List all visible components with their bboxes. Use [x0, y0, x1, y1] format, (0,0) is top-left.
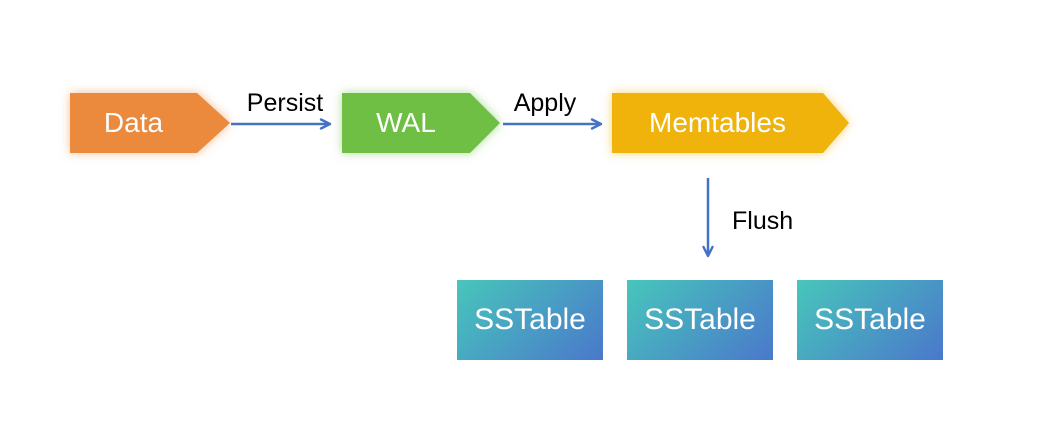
node-data-shape: Data: [70, 93, 230, 153]
node-memtables: Memtables: [612, 93, 849, 153]
sstable-label: SSTable: [644, 303, 756, 336]
node-wal-shape: WAL: [342, 93, 500, 153]
node-data-label: Data: [103, 107, 164, 138]
sstable-label: SSTable: [814, 303, 926, 336]
node-wal-label: WAL: [376, 107, 436, 138]
sstable-label: SSTable: [474, 303, 586, 336]
apply-edge-label: Apply: [513, 89, 577, 117]
node-memtables-shape: Memtables: [612, 93, 849, 153]
flush-edge-label: Flush: [732, 207, 794, 235]
sstable-box: SSTable: [457, 280, 603, 360]
sstable-box: SSTable: [627, 280, 773, 360]
node-data: Data: [70, 93, 230, 153]
sstable-box: SSTable: [797, 280, 943, 360]
node-memtables-label: Memtables: [649, 107, 786, 138]
persist-edge-label: Persist: [246, 89, 324, 117]
node-wal: WAL: [342, 93, 500, 153]
